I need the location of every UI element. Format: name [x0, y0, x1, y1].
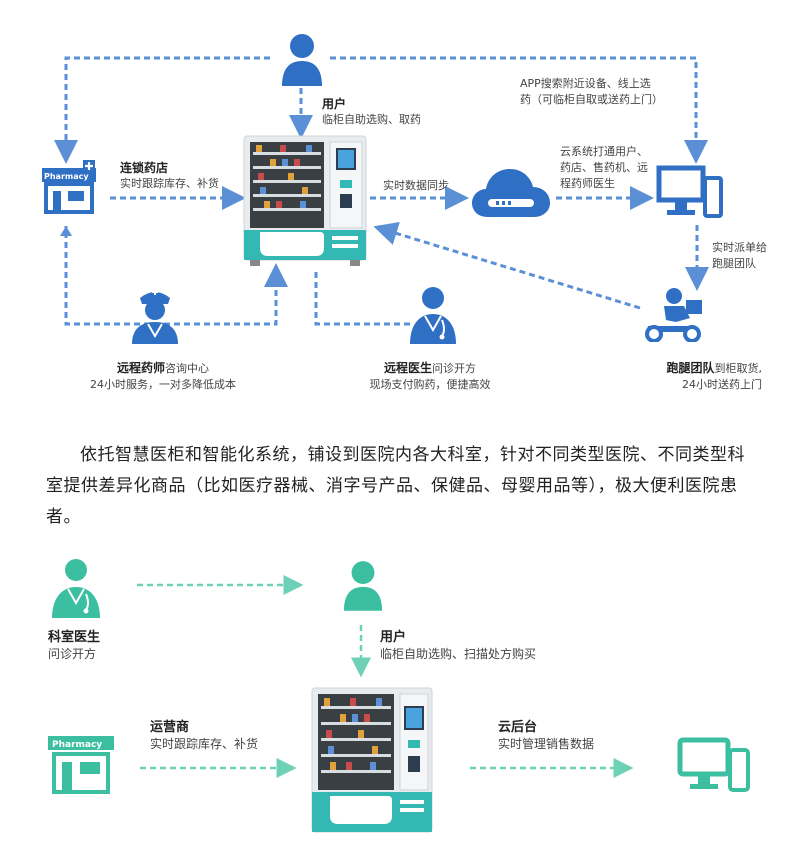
bottom-user-icon [343, 561, 383, 611]
pharmacist-desc: 24小时服务，一对多降低成本 [90, 378, 236, 391]
sync-label: 实时数据同步 [383, 178, 449, 194]
operator-desc: 实时跟踪库存、补货 [150, 737, 259, 751]
app-label: APP搜索附近设备、线上选 药（可临柜自取或送药上门） [520, 76, 663, 108]
pharmacy-logo-text: Pharmacy [44, 172, 89, 181]
doctor-icon [410, 287, 456, 344]
runner-title: 跑腿团队 [666, 361, 715, 375]
computer-phone-icon [656, 165, 723, 218]
dispatch-line1: 实时派单给 [712, 241, 767, 254]
doctor-desc: 现场支付购药，便捷高效 [369, 378, 491, 391]
user-icon [282, 34, 322, 86]
dept-doctor-label: 科室医生 问诊开方 [48, 630, 100, 662]
doctor-label: 远程医生问诊开方 现场支付购药，便捷高效 [360, 360, 500, 393]
user-desc: 临柜自助选购、取药 [322, 113, 421, 126]
arrow-pharmacist-machine [64, 232, 288, 326]
operator-label: 运营商 实时跟踪库存、补货 [150, 720, 258, 752]
bottom-user-title: 用户 [380, 630, 407, 645]
dept-doctor-desc: 问诊开方 [48, 647, 97, 661]
bottom-user-label: 用户 临柜自助选购、扫描处方购买 [380, 630, 536, 662]
backend-computer-icon [677, 737, 750, 792]
pharmacy-title: 连锁药店 [120, 161, 169, 175]
doctor-title-suffix: 问诊开方 [432, 362, 476, 375]
runner-title-suffix: 到柜取货, [714, 362, 763, 375]
sync-text: 实时数据同步 [383, 179, 449, 192]
backend-title: 云后台 [498, 720, 538, 735]
pharmacy-desc: 实时跟踪库存、补货 [120, 177, 219, 190]
pharmacist-title-suffix: 咨询中心 [165, 362, 209, 375]
pharmacist-icon [132, 289, 178, 344]
runner-desc: 24小时送药上门 [682, 378, 762, 391]
cloud-line1: 云系统打通用户、 [560, 145, 648, 158]
user-title: 用户 [322, 97, 347, 111]
operator-logo-text: Pharmacy [52, 740, 102, 750]
cloud-label: 云系统打通用户、 药店、售药机、远 程药师医生 [560, 144, 648, 192]
cloud-icon [472, 169, 550, 217]
app-line2: 药（可临柜自取或送药上门） [520, 93, 663, 106]
pharmacy-label: 连锁药店 实时跟踪库存、补货 [120, 160, 219, 192]
bottom-vending-machine [311, 687, 433, 833]
intro-paragraph: 依托智慧医柜和智能化系统，铺设到医院内各大科室，针对不同类型医院、不同类型科室提… [46, 445, 745, 527]
doctor-title: 远程医生 [383, 361, 432, 375]
dispatch-line2: 跑腿团队 [712, 257, 756, 270]
pharmacist-title: 远程药师 [116, 361, 165, 375]
dispatch-label: 实时派单给 跑腿团队 [712, 240, 767, 272]
arrow-doctor-machine [314, 272, 410, 326]
vending-machine [243, 135, 367, 266]
cloud-line3: 程药师医生 [560, 177, 615, 190]
pharmacy-store-icon: Pharmacy [42, 160, 96, 214]
arrow-user-pharmacy [54, 56, 270, 164]
operator-store-icon: Pharmacy [48, 736, 114, 794]
operator-title: 运营商 [150, 720, 190, 735]
dept-doctor-title: 科室医生 [48, 630, 101, 645]
bottom-user-desc: 临柜自助选购、扫描处方购买 [380, 647, 537, 661]
pharmacist-label: 远程药师咨询中心 24小时服务，一对多降低成本 [88, 360, 238, 393]
arrow-runner-machine [373, 221, 641, 310]
user-label: 用户 临柜自助选购、取药 [322, 96, 421, 128]
backend-desc: 实时管理销售数据 [498, 737, 595, 751]
cloud-line2: 药店、售药机、远 [560, 161, 648, 174]
runner-label: 跑腿团队到柜取货, 24小时送药上门 [622, 360, 762, 393]
arrow-user-computer [330, 56, 708, 164]
delivery-scooter-icon [645, 288, 702, 342]
backend-label: 云后台 实时管理销售数据 [498, 720, 594, 752]
app-line1: APP搜索附近设备、线上选 [520, 77, 651, 90]
dept-doctor-icon [52, 559, 100, 618]
